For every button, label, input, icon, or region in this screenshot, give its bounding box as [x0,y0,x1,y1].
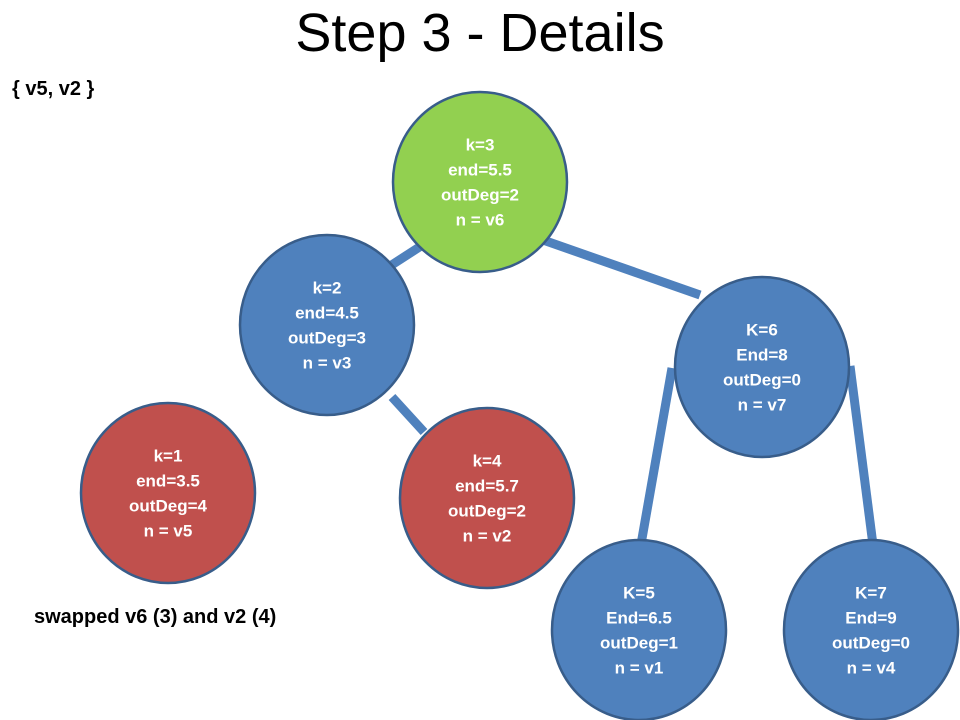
node-v2-line-3: n = v2 [463,527,512,546]
edge-v6-v7 [541,235,702,300]
node-v4-line-3: n = v4 [847,659,896,678]
node-circle-v3 [238,233,416,417]
node-v3: k=2 end=4.5 outDeg=3 n = v3 [238,233,416,417]
page-title: Step 3 - Details [295,3,665,63]
node-v4-line-2: outDeg=0 [832,634,910,653]
node-v1-line-2: outDeg=1 [600,634,678,653]
edge-v3-v2 [388,393,428,436]
node-v5-line-2: outDeg=4 [129,497,207,516]
node-v5-line-3: n = v5 [144,522,193,541]
node-circle-v5 [79,401,257,585]
node-v2-line-0: k=4 [473,452,502,471]
nodes-layer: k=3 end=5.5 outDeg=2 n = v6 k=2 end=4.5 outDeg… [79,90,960,720]
edge-v7-v1 [635,367,677,551]
node-circle-v1 [550,538,728,720]
node-v2-line-2: outDeg=2 [448,502,526,521]
node-v1-line-3: n = v1 [615,659,664,678]
set-label: { v5, v2 } [12,78,95,100]
node-v3-line-0: k=2 [313,279,342,298]
node-v5: k=1 end=3.5 outDeg=4 n = v5 [79,401,257,585]
node-v7-line-0: K=6 [746,321,778,340]
edge-v7-v4 [845,365,878,546]
node-v4-line-1: End=9 [845,609,897,628]
node-v5-line-0: k=1 [154,447,183,466]
node-circle-v6 [391,90,569,274]
node-v6-line-0: k=3 [466,136,495,155]
node-v2-line-1: end=5.7 [455,477,519,496]
node-v6-line-1: end=5.5 [448,161,512,180]
edges-layer [384,235,878,551]
node-v1-line-1: End=6.5 [606,609,672,628]
node-v3-line-2: outDeg=3 [288,329,366,348]
node-v3-line-3: n = v3 [303,354,352,373]
node-circle-v4 [782,538,960,720]
node-v6: k=3 end=5.5 outDeg=2 n = v6 [391,90,569,274]
node-circle-v7 [673,275,851,459]
node-v7-line-1: End=8 [736,346,788,365]
node-v4-line-0: K=7 [855,584,887,603]
node-v6-line-3: n = v6 [456,211,505,230]
node-v5-line-1: end=3.5 [136,472,200,491]
node-v1-line-0: K=5 [623,584,655,603]
node-v7-line-2: outDeg=0 [723,371,801,390]
node-v2: k=4 end=5.7 outDeg=2 n = v2 [398,406,576,590]
node-v3-line-1: end=4.5 [295,304,359,323]
node-v7-line-3: n = v7 [738,396,787,415]
swap-note: swapped v6 (3) and v2 (4) [34,606,277,628]
node-v6-line-2: outDeg=2 [441,186,519,205]
node-circle-v2 [398,406,576,590]
